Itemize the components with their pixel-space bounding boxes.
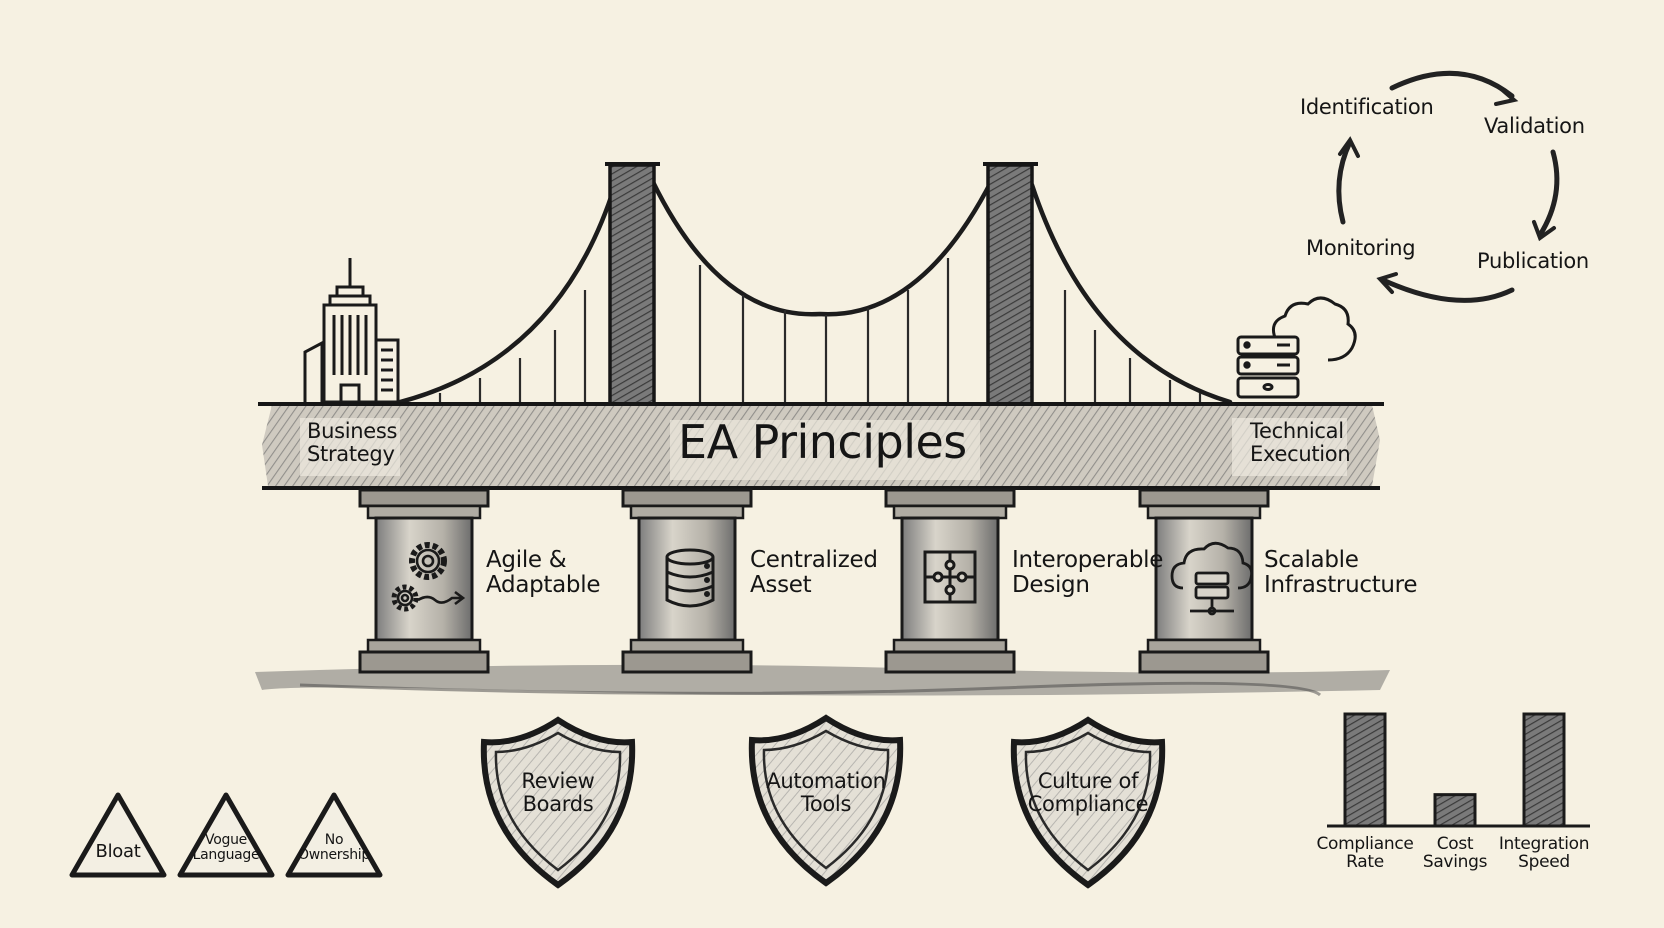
shield-label-culture-of-compliance: Culture of Compliance bbox=[1018, 770, 1158, 815]
bridge-tower-right bbox=[983, 162, 1038, 407]
warning-label-no-ownership: No Ownership bbox=[294, 832, 374, 864]
warning-label-line: Bloat bbox=[95, 841, 141, 862]
pillar-label-line: Infrastructure bbox=[1264, 571, 1418, 598]
warning-label-line: Vogue bbox=[205, 832, 247, 848]
bar-compliance-rate bbox=[1343, 712, 1387, 828]
pillar-label-line: Adaptable bbox=[486, 571, 601, 598]
shield-review-boards bbox=[480, 716, 636, 889]
arrow-identification-to-validation bbox=[1389, 70, 1515, 99]
lifecycle-step-validation: Validation bbox=[1484, 114, 1585, 138]
warning-label-bloat: Bloat bbox=[78, 841, 158, 862]
bar-label-line: Savings bbox=[1422, 852, 1488, 873]
bridge-deck bbox=[258, 402, 1384, 490]
lifecycle-cycle bbox=[1336, 70, 1560, 303]
deck-label-technical-execution: Technical Execution bbox=[1250, 419, 1351, 466]
deck-label-line: Technical bbox=[1250, 419, 1344, 443]
pillar-label-line: Centralized bbox=[750, 547, 878, 573]
pillar-label-agile: Agile & Adaptable bbox=[486, 548, 600, 598]
warning-triangle-vogue-language bbox=[177, 792, 275, 878]
ground-shadow bbox=[255, 664, 1390, 697]
page-title: EA Principles bbox=[678, 415, 967, 469]
shield-label-line: Boards bbox=[522, 791, 594, 816]
puzzle-icon bbox=[923, 550, 977, 604]
arrow-publication-to-monitoring bbox=[1380, 277, 1515, 303]
bridge-tower-left bbox=[605, 162, 660, 407]
gears-arrow-icon bbox=[391, 542, 466, 612]
pillar-label-centralized: Centralized Asset bbox=[750, 548, 878, 598]
pillar-label-scalable: Scalable Infrastructure bbox=[1264, 548, 1417, 598]
shield-label-line: Compliance bbox=[1027, 791, 1149, 816]
warning-triangle-bloat bbox=[69, 792, 167, 878]
shield-automation-tools bbox=[748, 714, 904, 887]
office-building-icon bbox=[303, 258, 400, 404]
shield-label-line: Automation bbox=[766, 769, 886, 793]
pillar-label-line: Agile & bbox=[486, 547, 567, 573]
pillar-1 bbox=[358, 488, 490, 674]
pillar-label-line: Scalable bbox=[1264, 547, 1359, 573]
bar-label-line: Rate bbox=[1346, 852, 1384, 873]
hanger-cables bbox=[438, 258, 1202, 402]
server-cloud-icon bbox=[1236, 296, 1357, 399]
pillar-2 bbox=[621, 488, 753, 674]
deck-label-line: Execution bbox=[1250, 441, 1351, 466]
shield-culture-of-compliance bbox=[1010, 716, 1166, 889]
database-icon bbox=[665, 548, 715, 608]
cloud-server-icon bbox=[1170, 541, 1254, 616]
pillar-label-line: Design bbox=[1012, 571, 1090, 598]
warning-label-line: No bbox=[324, 832, 344, 848]
lifecycle-step-publication: Publication bbox=[1477, 249, 1589, 273]
warning-label-line: Ownership bbox=[298, 847, 370, 864]
suspension-cables bbox=[397, 177, 1233, 405]
metrics-bar-chart bbox=[1327, 712, 1590, 828]
arrow-validation-to-publication bbox=[1537, 149, 1560, 238]
shield-label-line: Review bbox=[521, 769, 595, 793]
arrow-monitoring-to-identification bbox=[1336, 139, 1353, 225]
bar-label-line: Cost bbox=[1436, 834, 1474, 854]
warning-label-line: Language bbox=[192, 847, 260, 864]
shield-label-line: Tools bbox=[800, 791, 852, 816]
shield-label-line: Culture of bbox=[1037, 769, 1139, 793]
pillar-label-line: Interoperable bbox=[1012, 547, 1164, 573]
deck-label-line: Strategy bbox=[307, 441, 395, 466]
shield-label-automation-tools: Automation Tools bbox=[756, 770, 896, 815]
lifecycle-step-monitoring: Monitoring bbox=[1306, 236, 1416, 260]
warning-label-vogue-language: Vogue Language bbox=[186, 832, 266, 864]
lifecycle-step-identification: Identification bbox=[1300, 95, 1434, 119]
deck-label-business-strategy: Business Strategy bbox=[307, 419, 398, 466]
bar-label-line: Integration bbox=[1498, 834, 1590, 854]
bar-label-line: Compliance bbox=[1316, 834, 1414, 854]
bar-label-line: Speed bbox=[1518, 852, 1570, 873]
bar-integration-speed bbox=[1522, 712, 1566, 828]
pillar-label-line: Asset bbox=[750, 571, 812, 598]
deck-label-line: Business bbox=[307, 419, 398, 443]
bar-cost-savings bbox=[1433, 793, 1477, 828]
pillar-label-interoperable: Interoperable Design bbox=[1012, 548, 1163, 598]
warning-triangle-no-ownership bbox=[285, 792, 383, 878]
shield-label-review-boards: Review Boards bbox=[488, 770, 628, 815]
